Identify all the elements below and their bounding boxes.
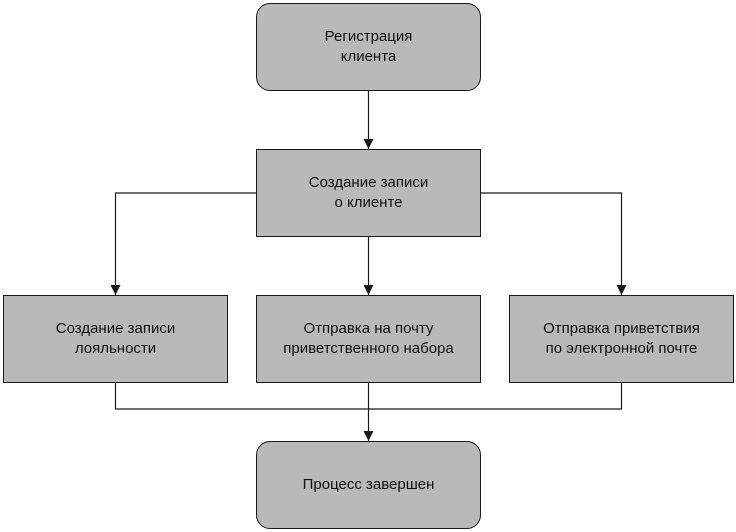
node-label: Отправка на почту приветственного набора (283, 320, 454, 357)
node-label: Регистрация клиента (324, 28, 413, 65)
node-process-complete: Процесс завершен (256, 441, 481, 529)
arrow-record-to-loyalty (110, 192, 256, 295)
node-client-registration: Регистрация клиента (256, 3, 481, 91)
node-label: Создание записи о клиенте (308, 174, 429, 211)
arrow-record-to-welcome-email (481, 192, 627, 295)
node-create-loyalty-record: Создание записи лояльности (3, 295, 228, 383)
node-label: Отправка приветствия по электронной почт… (543, 320, 700, 357)
node-label: Процесс завершен (302, 476, 435, 493)
node-label: Создание записи лояльности (55, 320, 176, 357)
node-create-client-record: Создание записи о клиенте (256, 149, 481, 237)
node-send-welcome-email: Отправка приветствия по электронной почт… (509, 295, 734, 383)
node-send-welcome-kit: Отправка на почту приветственного набора (256, 295, 481, 383)
